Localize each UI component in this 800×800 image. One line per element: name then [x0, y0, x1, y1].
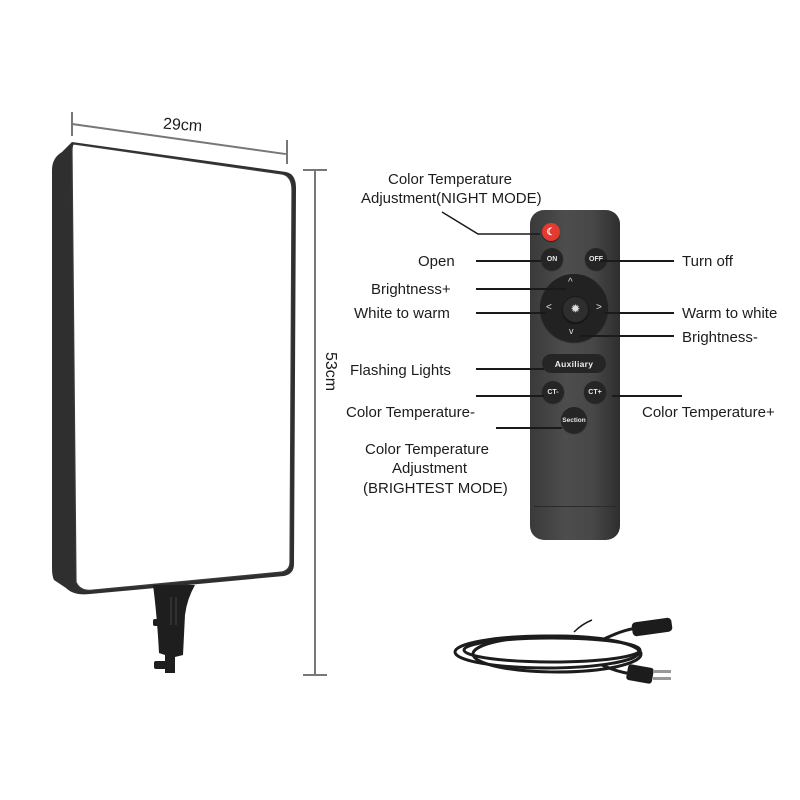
- callout-white-to-warm: White to warm: [354, 305, 450, 322]
- callout-night-mode-leader: [441, 211, 540, 235]
- auxiliary-button[interactable]: Auxiliary: [542, 354, 606, 373]
- height-label: 53cm: [322, 352, 339, 392]
- dpad-right-button[interactable]: >: [596, 302, 602, 313]
- power-cord-image: [453, 617, 673, 684]
- callout-brightest-line3: (BRIGHTEST MODE): [363, 480, 508, 497]
- remote-control: ☾ ON OFF ^ v < > ✹ Auxiliary CT- CT+ Sec…: [530, 210, 620, 540]
- callout-flashing-lights-leader: [476, 368, 544, 370]
- dpad-down-button[interactable]: v: [569, 326, 574, 336]
- bulb-icon: ✹: [571, 304, 580, 315]
- callout-warm-to-white-leader: [604, 312, 674, 314]
- callout-warm-to-white: Warm to white: [682, 305, 778, 322]
- ct-minus-button[interactable]: CT-: [542, 381, 564, 403]
- callout-brightest-line2: Adjustment: [392, 460, 468, 477]
- callout-night-mode-line1: Color Temperature: [388, 171, 512, 188]
- callout-brightness-minus-leader: [580, 335, 674, 337]
- callout-night-mode-line2: Adjustment(NIGHT MODE): [361, 190, 542, 207]
- ct-plus-button[interactable]: CT+: [584, 381, 606, 403]
- off-button[interactable]: OFF: [585, 248, 607, 270]
- dpad-up-button[interactable]: ^: [568, 277, 573, 288]
- callout-ct-minus: Color Temperature-: [346, 404, 475, 421]
- night-mode-button[interactable]: ☾: [542, 223, 560, 241]
- width-tick-left: [71, 112, 73, 136]
- callout-brightness-plus: Brightness+: [371, 281, 451, 298]
- callout-brightness-plus-leader: [476, 288, 566, 290]
- height-tick-top: [303, 169, 327, 171]
- callout-brightness-minus: Brightness-: [682, 329, 758, 346]
- dpad-left-button[interactable]: <: [546, 302, 552, 313]
- moon-icon: ☾: [546, 226, 556, 238]
- callout-flashing-lights: Flashing Lights: [350, 362, 451, 379]
- center-brightness-button[interactable]: ✹: [562, 296, 589, 323]
- battery-cover-seam: [534, 506, 616, 507]
- section-button[interactable]: Section: [561, 407, 587, 433]
- on-button[interactable]: ON: [541, 248, 563, 270]
- callout-ct-minus-leader: [476, 395, 544, 397]
- width-label: 29cm: [162, 115, 203, 136]
- callout-ct-plus: Color Temperature+: [642, 404, 775, 421]
- panel-frame: [52, 142, 296, 595]
- callout-brightest-line1: Color Temperature: [365, 441, 489, 458]
- callout-ct-plus-leader: [612, 395, 682, 397]
- width-tick-right: [286, 140, 288, 164]
- callout-turn-off: Turn off: [682, 253, 733, 270]
- callout-white-to-warm-leader: [476, 312, 546, 314]
- height-tick-bottom: [303, 674, 327, 676]
- callout-open: Open: [418, 253, 455, 270]
- callout-turn-off-leader: [600, 260, 674, 262]
- panel-mount-bracket: [153, 585, 195, 673]
- height-dimension-line: [314, 170, 316, 674]
- callout-open-leader: [476, 260, 541, 262]
- callout-brightest-leader: [496, 427, 562, 429]
